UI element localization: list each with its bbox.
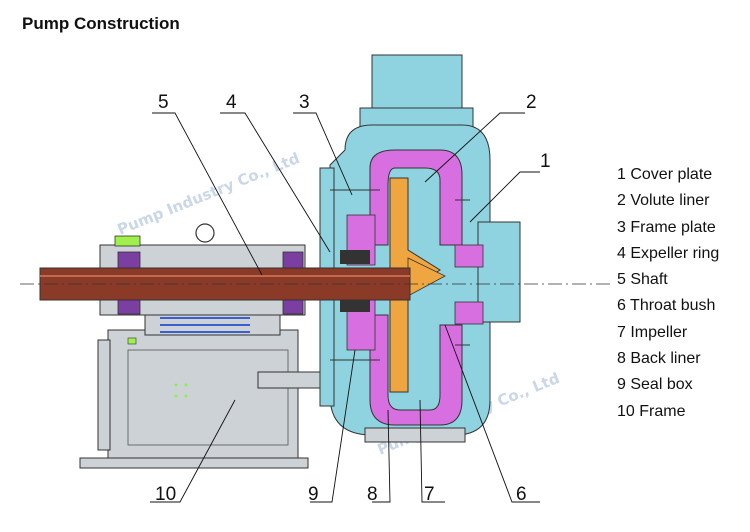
bolts xyxy=(330,189,470,361)
leader-lines xyxy=(150,112,540,503)
legend-item-throat-bush: 6 Throat bush xyxy=(617,297,716,315)
callout-2: 2 xyxy=(526,92,537,113)
grease-fitting xyxy=(114,235,141,247)
discharge-flange xyxy=(371,54,463,111)
lifting-eye xyxy=(195,223,215,243)
callout-5: 5 xyxy=(158,92,169,113)
legend-item-frame-plate: 3 Frame plate xyxy=(617,218,716,236)
legend-item-frame: 10 Frame xyxy=(617,402,686,420)
legend-item-back-liner: 8 Back liner xyxy=(617,350,701,368)
parts-legend: 1 Cover plate 2 Volute liner 3 Frame pla… xyxy=(617,162,719,425)
expeller-ring xyxy=(340,250,370,264)
callout-3: 3 xyxy=(299,92,310,113)
legend-item-seal-box: 9 Seal box xyxy=(617,376,693,394)
callout-8: 8 xyxy=(367,484,378,505)
legend-item-volute-liner: 2 Volute liner xyxy=(617,192,710,210)
shaft xyxy=(20,267,610,301)
callout-6: 6 xyxy=(516,484,527,505)
suction-flange xyxy=(477,221,521,323)
legend-item-impeller: 7 Impeller xyxy=(617,323,688,341)
callout-numbers: 5 4 3 2 1 6 7 8 9 10 xyxy=(155,92,551,505)
frame-base xyxy=(107,329,299,466)
callout-1: 1 xyxy=(540,151,551,172)
page-title: Pump Construction xyxy=(22,14,180,33)
callout-7: 7 xyxy=(424,484,435,505)
callout-9: 9 xyxy=(308,484,319,505)
throat-bush-upper xyxy=(454,244,484,268)
legend-item-shaft: 5 Shaft xyxy=(617,271,668,289)
legend-item-cover-plate: 1 Cover plate xyxy=(617,166,713,183)
callout-4: 4 xyxy=(226,92,237,113)
throat-bush-lower xyxy=(454,301,484,325)
legend-item-expeller-ring: 4 Expeller ring xyxy=(617,244,720,262)
callout-10: 10 xyxy=(155,484,176,505)
